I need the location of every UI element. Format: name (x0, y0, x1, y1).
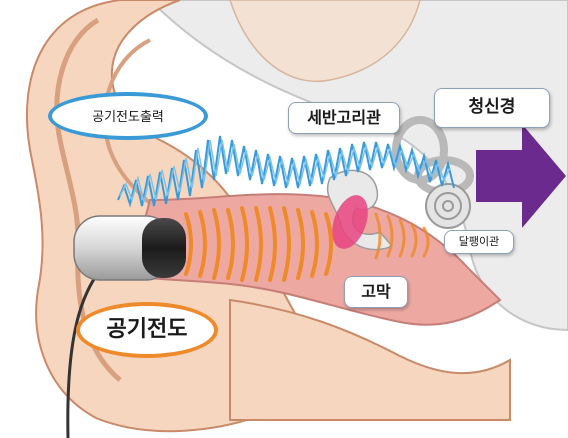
air-conduction-label: 공기전도 (76, 302, 218, 358)
auditory-nerve-label: 청신경 (434, 88, 550, 128)
semicircular-canals-label: 세반고리관 (288, 102, 400, 134)
earphone-tip (142, 218, 186, 278)
eardrum-label: 고막 (344, 276, 408, 308)
air-conduction-output-label: 공기전도출력 (48, 92, 208, 140)
cochlea-label: 달팽이관 (444, 230, 514, 254)
cochlea (426, 184, 470, 228)
